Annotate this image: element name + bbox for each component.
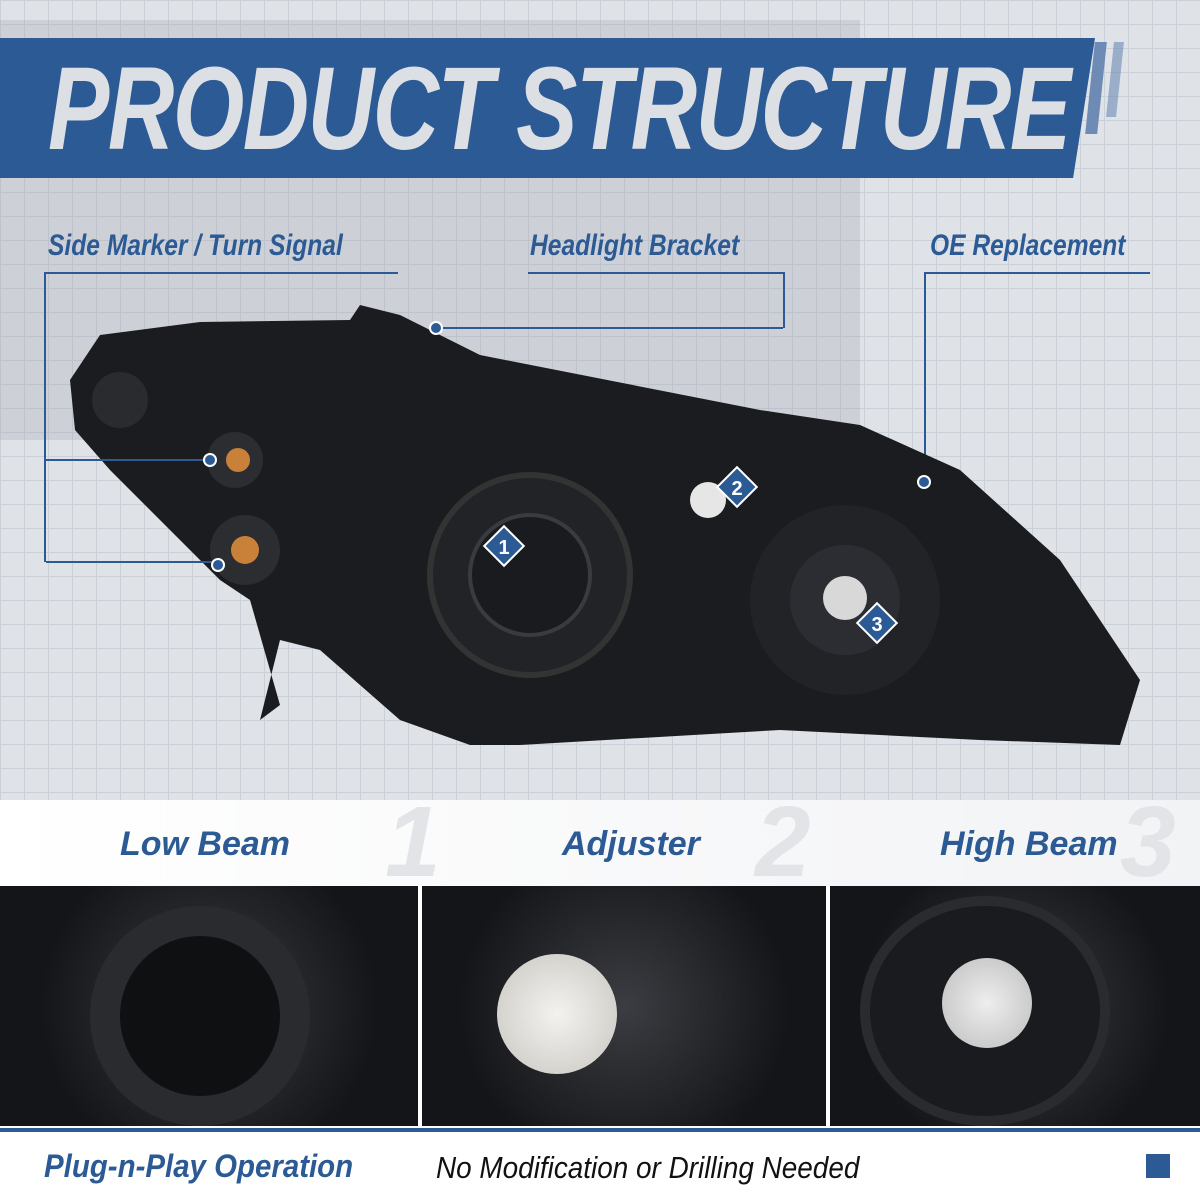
feature-label-high-beam: High Beam [940, 825, 1118, 863]
high-beam-closeup [830, 886, 1200, 1126]
feature-label-low-beam: Low Beam [120, 825, 291, 863]
callout-oe: OE Replacement [930, 229, 1126, 262]
callout-line [44, 272, 398, 274]
page-title: PRODUCT STRUCTURE [48, 43, 1071, 175]
marker-2: 2 [715, 465, 759, 509]
feature-label-adjuster: Adjuster [562, 825, 700, 863]
footer-headline: Plug-n-Play Operation [44, 1148, 354, 1184]
callout-bracket: Headlight Bracket [530, 229, 740, 262]
marker-1: 1 [482, 524, 526, 568]
feature-number: 1 [385, 786, 441, 898]
callout-line [783, 272, 785, 328]
footer-subtext: No Modification or Drilling Needed [436, 1150, 860, 1185]
feature-number: 3 [1120, 786, 1176, 898]
callout-line [924, 272, 1150, 274]
callout-line [924, 272, 926, 482]
low-beam-closeup [0, 886, 418, 1126]
svg-text:2: 2 [731, 478, 742, 500]
feature-band [0, 800, 1200, 886]
marker-3: 3 [855, 601, 899, 645]
feature-number: 2 [755, 786, 811, 898]
callout-line [528, 272, 784, 274]
callout-side-marker: Side Marker / Turn Signal [48, 229, 343, 262]
svg-text:3: 3 [871, 614, 882, 636]
footer-bar [0, 1128, 1200, 1200]
adjuster-closeup [422, 886, 826, 1126]
svg-text:1: 1 [498, 537, 509, 559]
headlight-illustration: 1 2 3 [46, 305, 1140, 745]
title-banner [0, 38, 1095, 178]
callout-line [44, 272, 46, 562]
footer-square-decor [1146, 1154, 1170, 1178]
